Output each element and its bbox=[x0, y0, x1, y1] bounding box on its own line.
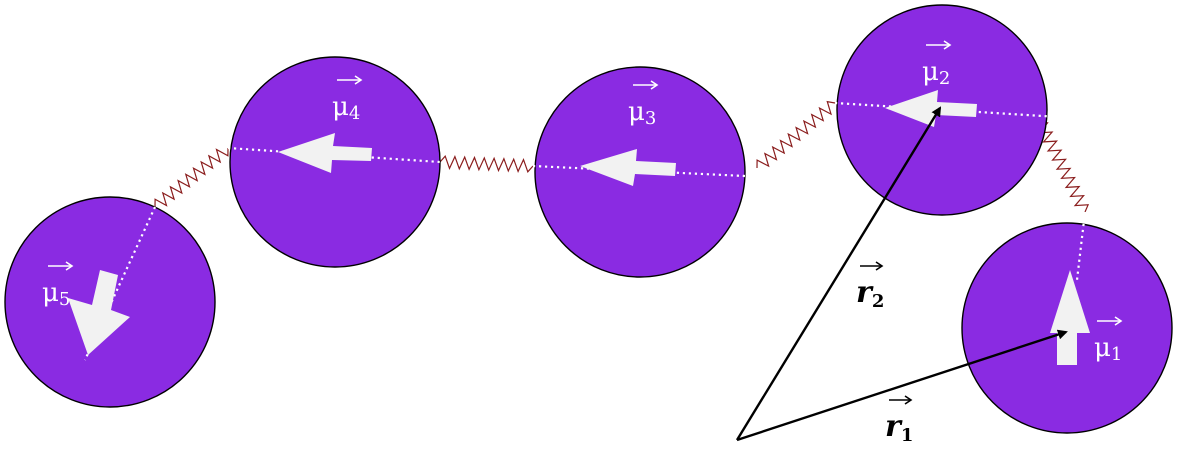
bead-1: μ1 bbox=[961, 211, 1173, 434]
bead-5: μ5 bbox=[4, 196, 216, 408]
position-vector-r2 bbox=[735, 106, 942, 441]
bead-5-mu-symbol: μ bbox=[42, 278, 59, 308]
bead-1-subscript: 1 bbox=[1111, 344, 1122, 365]
svg-text:r2: r2 bbox=[856, 275, 884, 312]
bead-5-label: μ5 bbox=[42, 261, 74, 310]
bead-4-moment-arrow bbox=[278, 133, 372, 173]
svg-text:μ1: μ1 bbox=[1094, 333, 1122, 365]
r1-subscript: 1 bbox=[901, 425, 914, 446]
bead-3-mu-symbol: μ bbox=[628, 97, 645, 127]
bead-4-mu-symbol: μ bbox=[332, 92, 349, 122]
bead-2-mu-symbol: μ bbox=[922, 57, 939, 87]
bead-1-label: μ1 bbox=[1094, 316, 1123, 365]
bead-5-chain-axis bbox=[83, 206, 157, 361]
bead-5-subscript: 5 bbox=[59, 289, 70, 310]
bead-2-subscript: 2 bbox=[939, 68, 950, 89]
position-vector-r1 bbox=[736, 329, 1068, 442]
bead-2-moment-arrow bbox=[885, 90, 977, 127]
spring-5-4 bbox=[154, 147, 229, 208]
r2-symbol: r bbox=[856, 275, 874, 310]
bead-2-label: μ2 bbox=[922, 40, 952, 89]
bead-5-moment-arrow bbox=[68, 270, 130, 355]
svg-text:μ2: μ2 bbox=[922, 57, 950, 89]
spring-2-1 bbox=[1037, 120, 1090, 213]
bead-3-label: μ3 bbox=[628, 80, 659, 129]
r2-subscript: 2 bbox=[872, 291, 885, 312]
spring-4-3 bbox=[439, 155, 534, 173]
bead-3: μ3 bbox=[532, 66, 746, 278]
bead-4: μ4 bbox=[227, 56, 441, 268]
bead-3-subscript: 3 bbox=[645, 108, 656, 129]
bead-1-mu-symbol: μ bbox=[1094, 333, 1111, 363]
spring-3-2 bbox=[756, 100, 836, 169]
bead-4-label: μ4 bbox=[332, 75, 363, 124]
bead-1-moment-arrow bbox=[1050, 270, 1090, 365]
r1-label: r1 bbox=[885, 395, 913, 446]
r2-label: r2 bbox=[856, 261, 884, 312]
svg-text:r1: r1 bbox=[885, 409, 913, 446]
bead-3-moment-arrow bbox=[580, 149, 676, 186]
bead-4-subscript: 4 bbox=[349, 103, 360, 124]
svg-text:μ5: μ5 bbox=[42, 278, 70, 310]
r1-symbol: r bbox=[885, 409, 903, 444]
svg-text:μ4: μ4 bbox=[332, 92, 360, 124]
bead-2: μ2 bbox=[834, 4, 1076, 216]
svg-text:μ3: μ3 bbox=[628, 97, 656, 129]
